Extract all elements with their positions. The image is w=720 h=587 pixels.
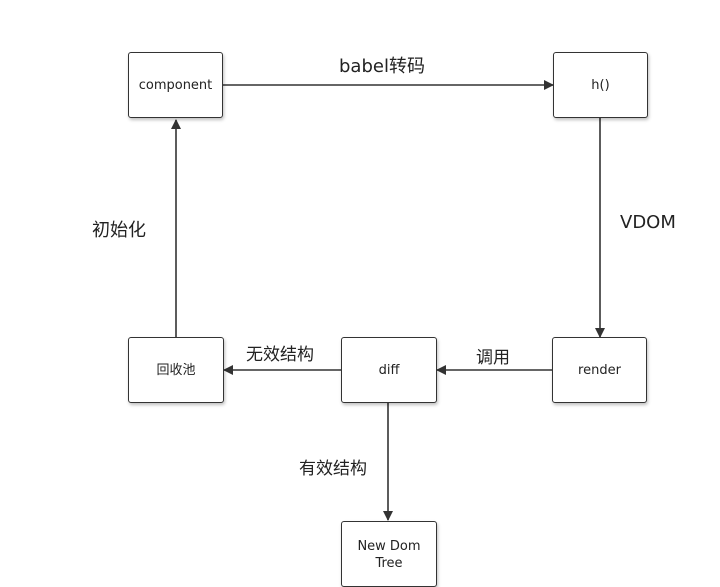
label-vdom: VDOM (620, 212, 676, 233)
node-diff-label: diff (378, 362, 400, 378)
label-call: 调用 (476, 348, 510, 368)
node-component[interactable]: component (128, 52, 223, 118)
node-diff[interactable]: diff (341, 337, 437, 403)
node-new-dom-tree[interactable]: New Dom Tree (341, 521, 437, 587)
node-component-label: component (138, 77, 213, 93)
node-h-label: h() (591, 77, 610, 93)
node-pool-label: 回收池 (156, 362, 196, 378)
node-render-label: render (578, 362, 621, 378)
label-babel: babel转码 (339, 56, 425, 77)
node-new-dom-tree-label: New Dom Tree (357, 539, 421, 571)
label-init: 初始化 (92, 220, 146, 241)
label-invalid-structure: 无效结构 (246, 345, 314, 365)
node-pool[interactable]: 回收池 (128, 337, 224, 403)
node-h[interactable]: h() (553, 52, 648, 118)
node-render[interactable]: render (552, 337, 647, 403)
label-valid-structure: 有效结构 (299, 459, 367, 479)
